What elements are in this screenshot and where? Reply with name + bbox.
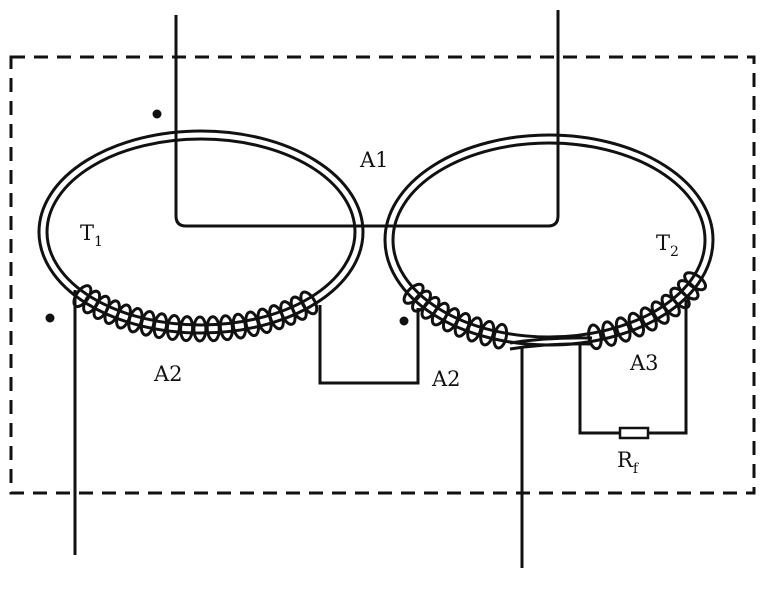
label-t2: T2 [656,231,679,260]
resistor-rf [618,426,650,440]
rf-loop-wire [578,300,688,435]
a2-series-connection [318,305,420,385]
winding-a2-right-coil [402,282,509,350]
winding-a2-left-coil [72,284,319,343]
polarity-dot-a2-right [399,316,409,326]
label-a1: A1 [359,148,389,172]
toroid-t1 [37,129,365,335]
inter-winding-link [509,336,593,351]
coil-turn [218,314,234,342]
coil-turn [299,290,319,316]
primary-conductor-a1 [174,10,560,228]
label-t1: T1 [80,221,103,250]
label-t1-sub: 1 [94,234,103,250]
label-a2-right: A2 [431,367,461,391]
label-a3: A3 [629,351,659,375]
coil-turn [492,322,509,350]
label-t2-sub: 2 [670,244,679,260]
label-t2-main: T [656,231,670,255]
label-rf-sub: f [633,461,640,477]
polarity-dot-primary [152,109,162,119]
coil-turn [614,316,632,343]
label-rf: Rf [617,448,640,477]
label-rf-main: R [617,448,634,472]
label-a2-left: A2 [153,362,183,386]
coil-turn [179,315,195,343]
coil-turn [683,271,707,292]
coil-turn [192,315,208,343]
coil-turn [601,320,618,347]
coil-turn [205,315,221,343]
enclosure-dashed-box [9,55,756,495]
coil-turn [627,311,645,338]
polarity-dot-a2-left [45,313,55,323]
coil-turn [165,314,182,341]
label-t1-main: T [80,221,94,245]
